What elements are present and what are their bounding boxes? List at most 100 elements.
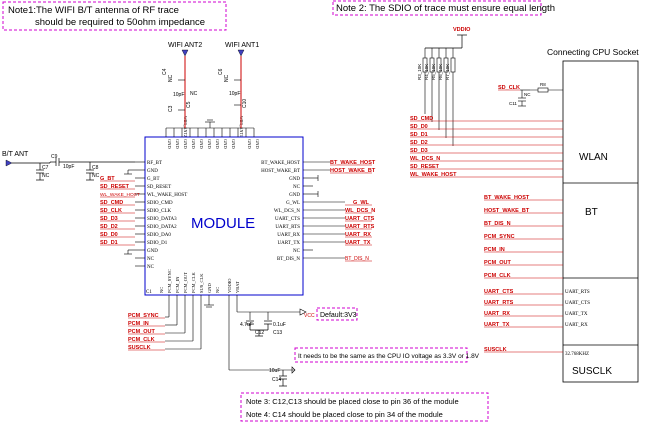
net-label: WL_DCS_N [410, 156, 440, 162]
right-net-underlines [330, 164, 372, 262]
note4-text: Note 4: C14 should be placed close to pi… [246, 410, 443, 419]
bottom-pin: VDDIO [227, 278, 232, 293]
cpu-pin: UART_TX [565, 312, 588, 317]
top-pin: GND [215, 139, 220, 149]
module-top-stubs [165, 119, 255, 137]
wifi-ant1: WIFI ANT1 [225, 42, 259, 128]
cpu-uart-pins: UART_RTS UART_CTS UART_TX UART_RX [565, 290, 590, 328]
io-voltage-box: It needs to be the same as the CPU IO vo… [294, 347, 480, 363]
net-label: PCM_SYNC [484, 234, 515, 240]
r8-label: R8 [540, 82, 546, 87]
left-pin: GND [147, 169, 158, 174]
bt-antenna: B/T ANT [2, 151, 135, 181]
left-pin: SD_RESET [147, 185, 171, 190]
note2-text: Note 2: The SDIO of trace must ensure eq… [336, 3, 555, 14]
vcc-label: VCC [304, 313, 315, 319]
c14-value: 10uF [269, 368, 280, 374]
wifi-ant1-label: WIFI ANT1 [225, 42, 259, 49]
module-box [144, 136, 304, 296]
right-pin: UART_RTS [275, 225, 300, 230]
top-pin: GND [247, 139, 252, 149]
module-bottom-pins: NC PCM_SYNC PCM_IN PCM_OUT PCM_CLK SUS_C… [159, 269, 240, 293]
c8-label: C8 [92, 165, 99, 171]
net-label: SD_CMD [410, 116, 433, 122]
c9-label: C9 [51, 154, 58, 160]
right-pin: NC [293, 249, 301, 254]
cpu-susclk-net: SUSCLK [484, 347, 507, 353]
left-pin: G_BT [147, 177, 160, 182]
left-pin: NC [147, 265, 155, 270]
antenna-icon [181, 49, 189, 57]
left-pin: SDIO_CMD [147, 201, 173, 206]
top-pin: GND [183, 139, 188, 149]
left-pin: SDIO_DATA3 [147, 217, 177, 222]
right-pin: HOST_WAKE_BT [261, 169, 300, 174]
c11-value: NC [524, 92, 531, 97]
net-label: SD_D2 [100, 224, 118, 230]
c5-label: C5 [186, 101, 192, 108]
note1-line2: should be required to 50ohm impedance [35, 17, 205, 28]
right-gnd-symbols [313, 175, 319, 197]
wifi-ant2-label: WIFI ANT2 [168, 42, 202, 49]
top-pin: GND [199, 139, 204, 149]
right-pin: GND [289, 177, 300, 182]
c14-label: C14 [272, 377, 281, 383]
net-label: PCM_OUT [128, 329, 156, 335]
c12-value: 4.7uF [240, 322, 253, 328]
cpu-susclk-pin: 32.768KHZ [565, 352, 589, 357]
net-label: BT_DIS_N [345, 256, 369, 262]
module-title: MODULE [191, 215, 255, 232]
vcc-default-box: Default:3V3 [316, 307, 358, 321]
c5-value: NC [190, 91, 198, 97]
module-c1-label: C1 [146, 290, 152, 295]
cpu-uart-nets: UART_CTS UART_RTS UART_RX UART_TX [484, 289, 514, 328]
net-label: G_WL [353, 200, 370, 206]
module-right-pins: BT_WAKE_HOST HOST_WAKE_BT GND NC GND G_W… [261, 161, 301, 262]
net-label: PCM_CLK [484, 273, 511, 279]
bottom-net-underlines [128, 317, 165, 351]
cpu-pin: UART_CTS [565, 301, 590, 306]
c8-value: NC [92, 173, 100, 179]
c4-label: C4 [162, 68, 168, 75]
net-label: UART_RX [345, 232, 371, 238]
net-label: SD_D3 [410, 148, 428, 154]
bottom-pin: NC [215, 287, 220, 293]
net-label: HOST_WAKE_BT [484, 208, 530, 214]
cpu-uart-lines [484, 293, 563, 328]
bottom-pin: PCM_IN [175, 276, 180, 293]
top-pin: GND [207, 139, 212, 149]
c12-label: C12 [255, 330, 264, 336]
left-gnd-symbols [124, 169, 135, 255]
right-nets: BT_WAKE_HOST HOST_WAKE_BT G_WL WL_DCS_N … [330, 160, 376, 262]
resistor-label: R3_10K [417, 64, 422, 80]
note1-line1: Note1:The WIFI B/T antenna of RF trace [8, 5, 179, 16]
vcc-symbol: VCC [299, 308, 315, 319]
note3-text: Note 3: C12,C13 should be placed close t… [246, 397, 459, 406]
bottom-pin: PCM_CLK [191, 271, 196, 293]
right-pin: BT_WAKE_HOST [261, 161, 300, 166]
net-label: UART_RTS [345, 224, 375, 230]
net-label: SD_CLK [100, 208, 122, 214]
net-label: WL_DCS_N [345, 208, 375, 214]
net-label: BT_WAKE_HOST [484, 195, 530, 201]
net-label: SUSCLK [128, 345, 151, 351]
net-label: UART_TX [484, 322, 510, 328]
cpu-pin: UART_RTS [565, 290, 590, 295]
net-label: PCM_OUT [484, 260, 512, 266]
c9-value: 10pF [63, 164, 74, 170]
bottom-nets: PCM_SYNC PCM_IN PCM_OUT PCM_CLK SUSCLK [128, 313, 159, 351]
top-pin: GND [223, 139, 228, 149]
right-pin: UART_TX [278, 241, 301, 246]
vddio-label: VDDIO [453, 27, 471, 33]
module-right-stubs [303, 161, 345, 259]
net-label: UART_RX [484, 311, 510, 317]
net-label: SD_D2 [410, 140, 428, 146]
resistor-label: R4_10K [424, 64, 429, 80]
left-pin: SDIO_DATA2 [147, 225, 177, 230]
net-label: UART_CTS [484, 289, 514, 295]
cpu-pin: UART_RX [565, 323, 588, 328]
left-pin: NC [147, 257, 155, 262]
note34-box: Note 3: C12,C13 should be placed close t… [240, 392, 489, 422]
c13-label: C13 [273, 330, 282, 336]
